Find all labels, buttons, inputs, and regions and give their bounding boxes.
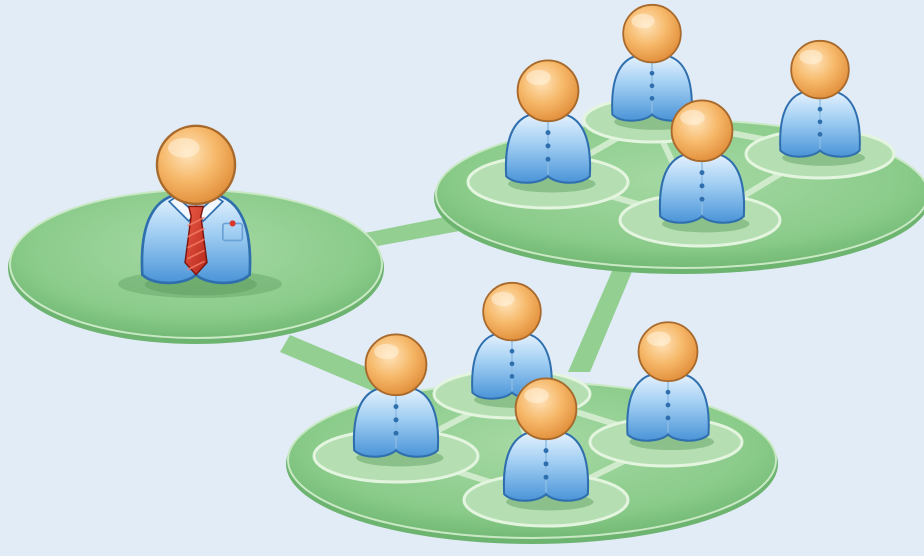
connection-links <box>280 212 636 392</box>
team-member-person-icon <box>626 321 714 451</box>
connection-link-icon <box>280 335 385 392</box>
team-member-person-icon <box>779 39 865 166</box>
manager-person-icon <box>140 124 257 296</box>
team-member-person-icon <box>352 333 444 467</box>
team-member-person-icon <box>658 99 750 233</box>
team-member-person-icon <box>504 59 596 193</box>
connection-link-icon <box>568 262 636 372</box>
connection-link-icon <box>350 212 476 250</box>
people-layer <box>140 3 865 511</box>
team-member-person-icon <box>502 377 594 511</box>
